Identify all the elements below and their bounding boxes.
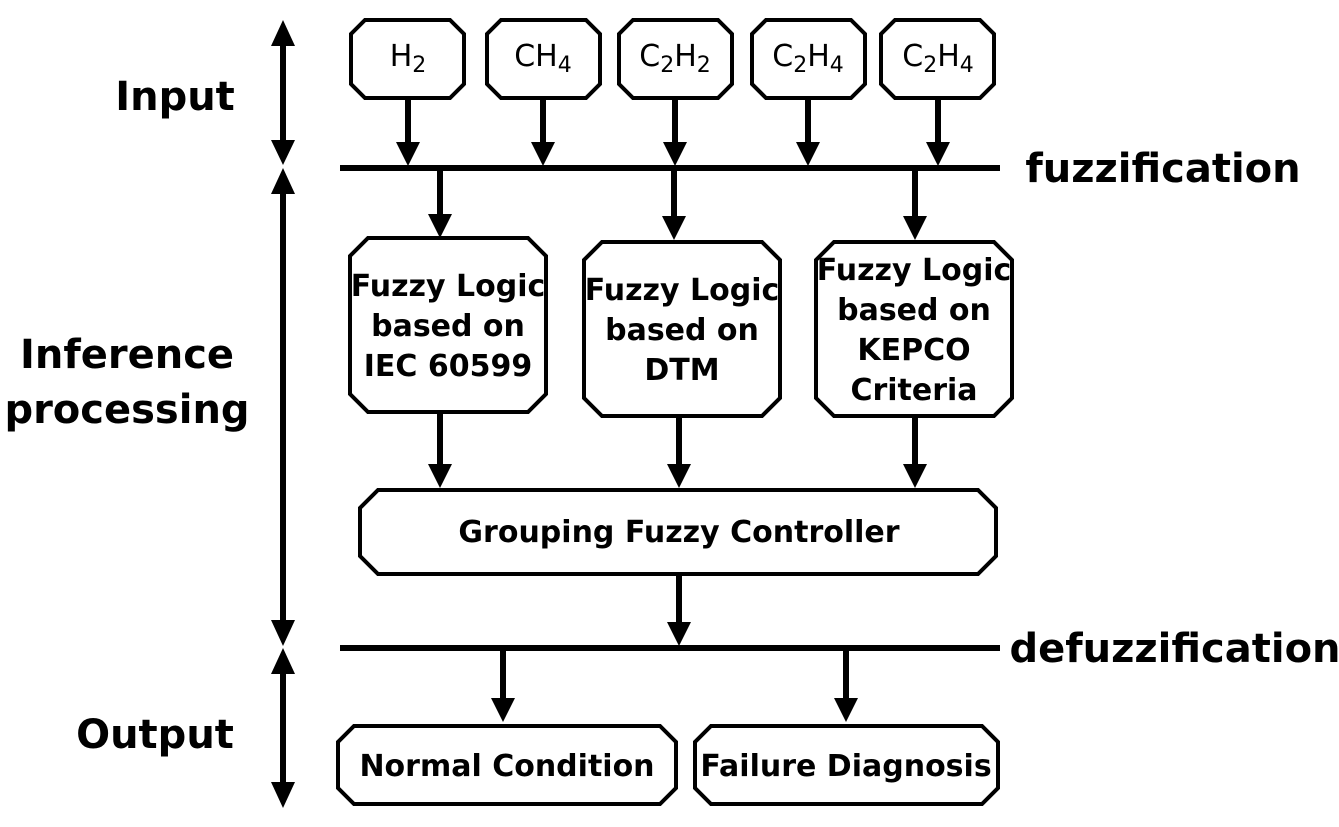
stage-label-inference-line1: Inference <box>20 332 234 378</box>
inference-arrows <box>428 412 927 488</box>
output-box-normal-condition: Normal Condition <box>336 724 678 806</box>
output-label-failure-diagnosis: Failure Diagnosis <box>700 749 991 784</box>
grouping-fuzzy-controller: Grouping Fuzzy Controller <box>358 488 998 576</box>
input-label-c2h2: C2H2 <box>639 39 711 78</box>
inference-block-dtm-line2: based on <box>605 313 759 348</box>
input-label-ch4: CH4 <box>514 39 572 78</box>
inference-block-iec60599-line2: based on <box>371 309 525 344</box>
controller-arrow <box>667 574 691 646</box>
input-arrows <box>396 98 950 166</box>
grouping-fuzzy-controller-label: Grouping Fuzzy Controller <box>458 515 899 550</box>
stage-arrow-inference <box>271 168 295 646</box>
output-arrows <box>491 650 858 722</box>
inference-block-dtm: Fuzzy Logic based on DTM <box>582 240 782 418</box>
inference-block-dtm-line1: Fuzzy Logic <box>585 273 780 308</box>
inference-block-kepco: Fuzzy Logic based on KEPCO Criteria <box>814 240 1014 418</box>
stage-label-output: Output <box>76 712 234 758</box>
input-box-c2h4-a: C2H4 <box>750 18 867 100</box>
inference-block-kepco-line2: based on <box>837 293 991 328</box>
input-box-ch4: CH4 <box>485 18 602 100</box>
inference-block-kepco-line3: KEPCO <box>857 333 970 368</box>
stage-label-input: Input <box>115 74 235 120</box>
stage-arrow-input <box>271 20 295 165</box>
fuzzified-arrows <box>428 170 927 240</box>
inference-block-iec60599-line1: Fuzzy Logic <box>351 269 546 304</box>
output-label-normal-condition: Normal Condition <box>359 749 654 784</box>
inference-block-kepco-line1: Fuzzy Logic <box>817 253 1012 288</box>
input-box-c2h2: C2H2 <box>617 18 734 100</box>
inference-block-iec60599: Fuzzy Logic based on IEC 60599 <box>348 236 548 414</box>
inference-block-kepco-line4: Criteria <box>850 373 977 408</box>
output-box-failure-diagnosis: Failure Diagnosis <box>693 724 1000 806</box>
input-box-h2: H2 <box>349 18 466 100</box>
input-label-h2: H2 <box>390 39 427 78</box>
input-label-c2h4-a: C2H4 <box>772 39 844 78</box>
fuzzification-label: fuzzification <box>1025 146 1300 192</box>
defuzzification-label: defuzzification <box>1009 626 1339 672</box>
input-label-c2h4-b: C2H4 <box>902 39 974 78</box>
stage-label-inference-line2: processing <box>4 387 249 433</box>
inference-block-iec60599-line3: IEC 60599 <box>364 349 533 384</box>
inference-block-dtm-line3: DTM <box>644 353 719 388</box>
stage-arrow-output <box>271 648 295 808</box>
input-box-c2h4-b: C2H4 <box>879 18 996 100</box>
